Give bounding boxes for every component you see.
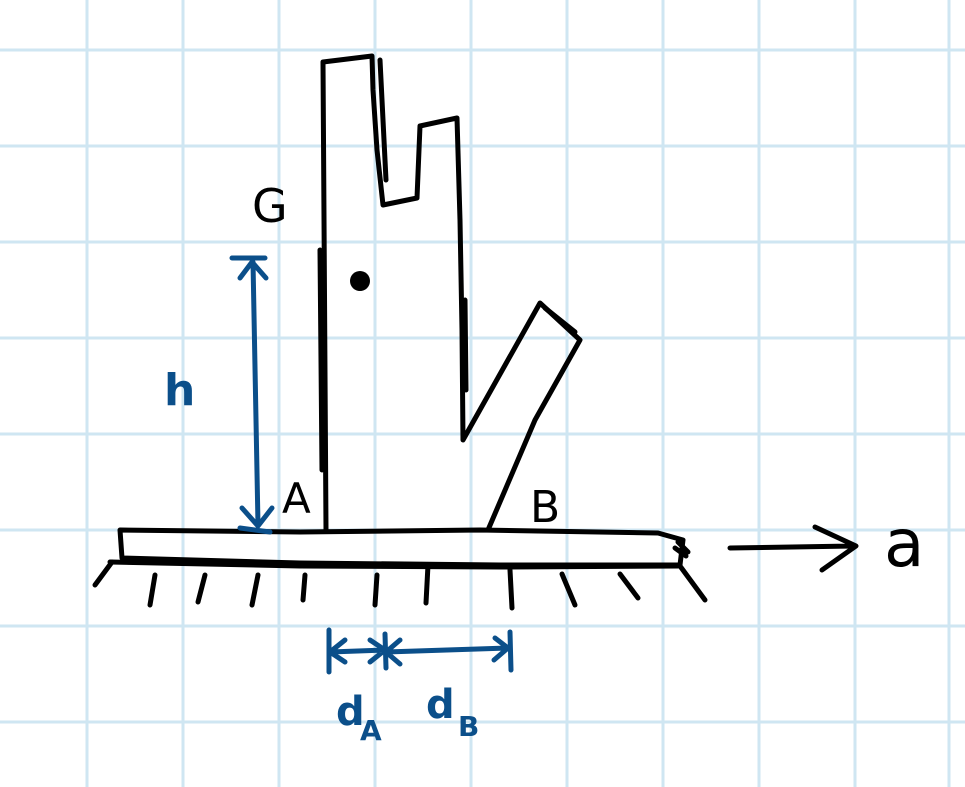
label-center-of-mass: G bbox=[252, 179, 288, 233]
height-dimension-arrow bbox=[229, 255, 275, 535]
distance-dimension-arrows bbox=[326, 627, 514, 675]
cart-platform-end bbox=[672, 539, 691, 559]
rigid-body-outline bbox=[320, 53, 583, 533]
label-height: h bbox=[164, 365, 195, 416]
label-distance-a-subscript: A bbox=[360, 714, 382, 747]
ground-hatching bbox=[92, 559, 708, 611]
cart-platform bbox=[117, 527, 686, 568]
label-distance-b: d bbox=[426, 682, 455, 728]
label-distance-b-subscript: B bbox=[458, 710, 479, 743]
label-point-a: A bbox=[282, 474, 311, 523]
center-of-mass-dot bbox=[350, 271, 370, 291]
rigid-body-sketch-strokes bbox=[317, 57, 578, 473]
acceleration-arrow bbox=[727, 524, 859, 573]
label-point-b: B bbox=[530, 482, 560, 533]
label-distance-a: d bbox=[336, 689, 365, 735]
ground-line bbox=[107, 559, 683, 570]
label-acceleration: a bbox=[884, 505, 924, 582]
